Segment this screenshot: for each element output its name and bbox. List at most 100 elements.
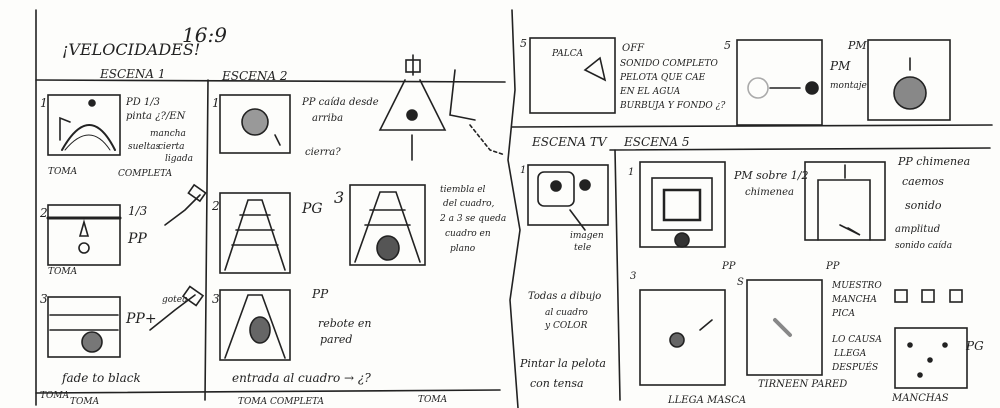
e5-panel-5 [894, 327, 968, 389]
page-fold [507, 9, 521, 408]
e5-p3-note: PP [722, 261, 736, 272]
e5-p2-note-d: amplitud [895, 224, 941, 235]
top-p1-note-d: EN EL AGUA [620, 87, 681, 97]
e2-panel-2 [219, 192, 291, 274]
e1-p1-cap-b: COMPLETA [118, 169, 173, 179]
e2-p3-note: PP [312, 287, 329, 301]
e1-p1-sub-a: mancha [150, 129, 186, 139]
top-p2-note-b: montaje [830, 81, 867, 91]
e5-p1-note-b: chimenea [745, 187, 794, 198]
e5-panel-2 [804, 161, 886, 241]
e2-panel-3 [219, 289, 291, 361]
e2-bottom-label-c: TOMA [418, 395, 448, 405]
escena2-heading: ESCENA 2 [222, 69, 288, 83]
top-p1-num: 5 [520, 37, 527, 50]
e1-p1-sub-c: cierta [158, 142, 185, 152]
e5-panel-4 [746, 279, 823, 376]
e2-bottom-label-a: TOMA [70, 397, 100, 407]
e2-panel-1 [219, 94, 291, 154]
e2-p3-sub-b: pared [320, 333, 353, 346]
bottom-rule [35, 389, 501, 394]
e2-side-note-e: plano [450, 244, 476, 254]
top-p2-note-a: PM [830, 59, 851, 73]
e5-p4-note: PP [826, 261, 840, 272]
top-p1-note-b: SONIDO COMPLETO [620, 59, 718, 69]
e1-p3-note: PP+ [126, 311, 157, 327]
e2-side-num: 3 [334, 188, 345, 207]
tv-text-b: al cuadro [545, 308, 588, 318]
e2-p1-num: 1 [212, 96, 220, 110]
e1-p3-cap-b: TOMA [40, 391, 70, 401]
tv-bottom-a: Pintar la pelota [520, 357, 606, 370]
escena1-heading: ESCENA 1 [100, 67, 166, 81]
col-divider [204, 79, 209, 401]
tv-text-c: y COLOR [545, 321, 588, 331]
top-panel-1 [529, 37, 616, 114]
e2-side-note-d: cuadro en [445, 229, 491, 239]
e2-panel-side [349, 184, 426, 266]
tv-panel [527, 164, 609, 226]
e5-bottom-a: LLEGA MASCA [668, 395, 747, 406]
e1-p3-num: 3 [40, 292, 48, 306]
e5-panel-3 [639, 289, 726, 386]
top-p2-num: 5 [724, 39, 731, 52]
e1-p1-note-b: pinta ¿?/EN [126, 111, 186, 122]
e1-panel-3 [47, 296, 121, 358]
e1-panel-2 [47, 204, 121, 266]
e5-p5-note-c: PICA [832, 309, 855, 319]
e2-p3-sub-a: rebote en [318, 317, 372, 330]
e1-p3-cap-a: fade to black [62, 371, 141, 385]
e2-p1-note-b: arriba [312, 113, 344, 124]
e5-p2-note-b: caemos [902, 175, 944, 188]
e5-p5-sub-a: PG [966, 339, 984, 353]
e5-p5-note-a: MUESTRO [832, 281, 882, 291]
tv-panel-num: 1 [520, 165, 527, 176]
e5-p1-num: 1 [628, 167, 635, 178]
tv-note-a: imagen [570, 231, 604, 241]
top-strip-rule [511, 124, 993, 128]
escena-tv-heading: ESCENA TV [532, 135, 607, 149]
e2-p1-note-a: PP caída desde [302, 97, 379, 108]
e1-p2-note-a: 1/3 [128, 204, 148, 218]
top-panel-2 [736, 39, 823, 126]
e2-p1-sub: cierra? [305, 147, 341, 158]
aspect-ratio: 16:9 [182, 23, 227, 47]
e2-side-note-c: 2 a 3 se queda [440, 214, 507, 224]
top-p1-note-a: OFF [622, 43, 645, 54]
e5-bottom-c: MANCHAS [892, 393, 949, 404]
e1-p1-sub-d: ligada [165, 154, 194, 164]
sheet-title: ¡VELOCIDADES! [62, 40, 201, 59]
top-panel-3 [867, 39, 951, 121]
e5-p5-note-e: LLEGA [834, 349, 867, 359]
escena5-rule [609, 147, 991, 151]
e5-p5-note-d: LO CAUSA [832, 335, 882, 345]
e5-p5-note-f: DESPUÉS [832, 363, 879, 373]
e2-p3-num: 3 [212, 292, 220, 306]
e1-panel-1 [47, 94, 121, 156]
top-p1-note-e: BURBUJA Y FONDO ¿? [620, 101, 726, 111]
escena5-heading: ESCENA 5 [624, 135, 690, 149]
e5-p2-note-c: sonido [905, 199, 942, 212]
header-rule [35, 79, 506, 83]
e1-p3-sub: gotea [162, 295, 188, 305]
e1-p1-cap-a: TOMA [48, 167, 78, 177]
e5-p2-note-e: sonido caída [895, 241, 953, 251]
top-p1-label: PALCA [552, 49, 584, 59]
top-p1-note-c: PELOTA QUE CAE [620, 73, 706, 83]
e1-p1-sub-b: sueltas [128, 142, 161, 152]
e2-side-note-a: tiembla el [440, 185, 486, 195]
tv-bottom-b: con tensa [530, 377, 584, 390]
e2-bottom-label-b: TOMA COMPLETA [238, 397, 325, 407]
e1-p1-note-a: PD 1/3 [126, 97, 161, 108]
e1-p1-num: 1 [40, 96, 48, 110]
e1-p2-note-b: PP [128, 231, 147, 247]
e2-side-note-b: del cuadro, [443, 199, 495, 209]
e2-footer-note: entrada al cuadro → ¿? [232, 371, 371, 385]
e2-p2-note: PG [302, 201, 323, 217]
e2-p2-num: 2 [212, 199, 220, 213]
e5-p5-note-b: MANCHA [832, 295, 877, 305]
tv-text-a: Todas a dibujo [528, 291, 602, 302]
tv-note-b: tele [574, 243, 592, 253]
